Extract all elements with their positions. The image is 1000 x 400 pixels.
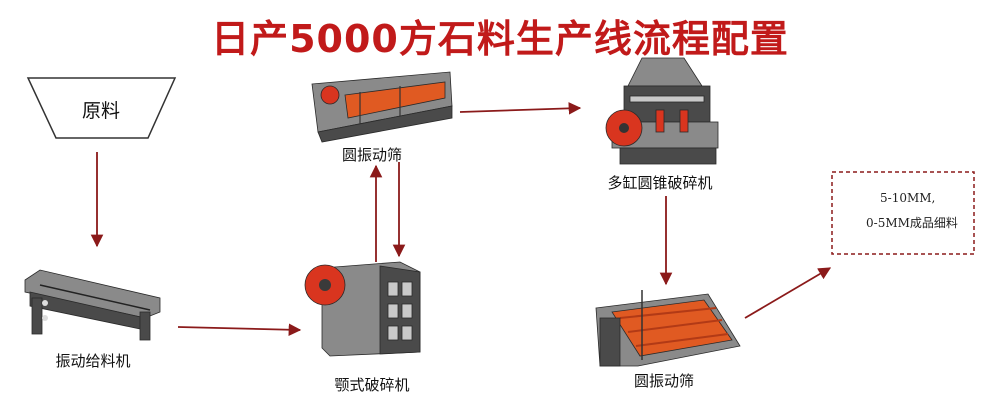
jaw-crusher-icon — [304, 261, 421, 357]
screen-top-node: 圆振动筛 — [311, 71, 453, 164]
flow-arrows — [90, 102, 832, 337]
vibrating-feeder-label: 振动给料机 — [55, 352, 130, 370]
cone-crusher-label: 多缸圆锥破碎机 — [607, 174, 712, 192]
screen-top-label: 圆振动筛 — [342, 146, 402, 164]
vibrating-feeder-node: 振动给料机 — [24, 269, 161, 370]
cone-crusher-node: 多缸圆锥破碎机 — [605, 57, 719, 192]
product-box — [831, 171, 975, 255]
raw-material-node: 原料 — [26, 77, 177, 139]
arrow-feeder-to-jaw — [177, 323, 302, 337]
hopper-icon — [26, 77, 177, 139]
cone-crusher-icon — [605, 57, 719, 165]
vibrating-feeder-icon — [24, 269, 161, 341]
screen-bottom-node: 圆振动筛 — [595, 290, 741, 390]
vibrating-screen-icon — [311, 71, 453, 143]
arrow-screen-to-product — [744, 267, 832, 319]
arrow-screen-to-cone — [459, 102, 582, 115]
product-line1: 5-10MM, — [880, 191, 935, 205]
diagram-title: 日产5000方石料生产线流程配置 — [211, 17, 789, 61]
product-line2: 0-5MM成品细料 — [866, 216, 958, 230]
jaw-crusher-label: 颚式破碎机 — [334, 376, 409, 394]
raw-material-label: 原料 — [82, 100, 120, 122]
jaw-crusher-node: 颚式破碎机 — [304, 261, 421, 394]
screen-bottom-label: 圆振动筛 — [634, 372, 694, 390]
vibrating-screen-icon — [595, 290, 741, 367]
product-node: 5-10MM, 0-5MM成品细料 — [831, 171, 975, 255]
